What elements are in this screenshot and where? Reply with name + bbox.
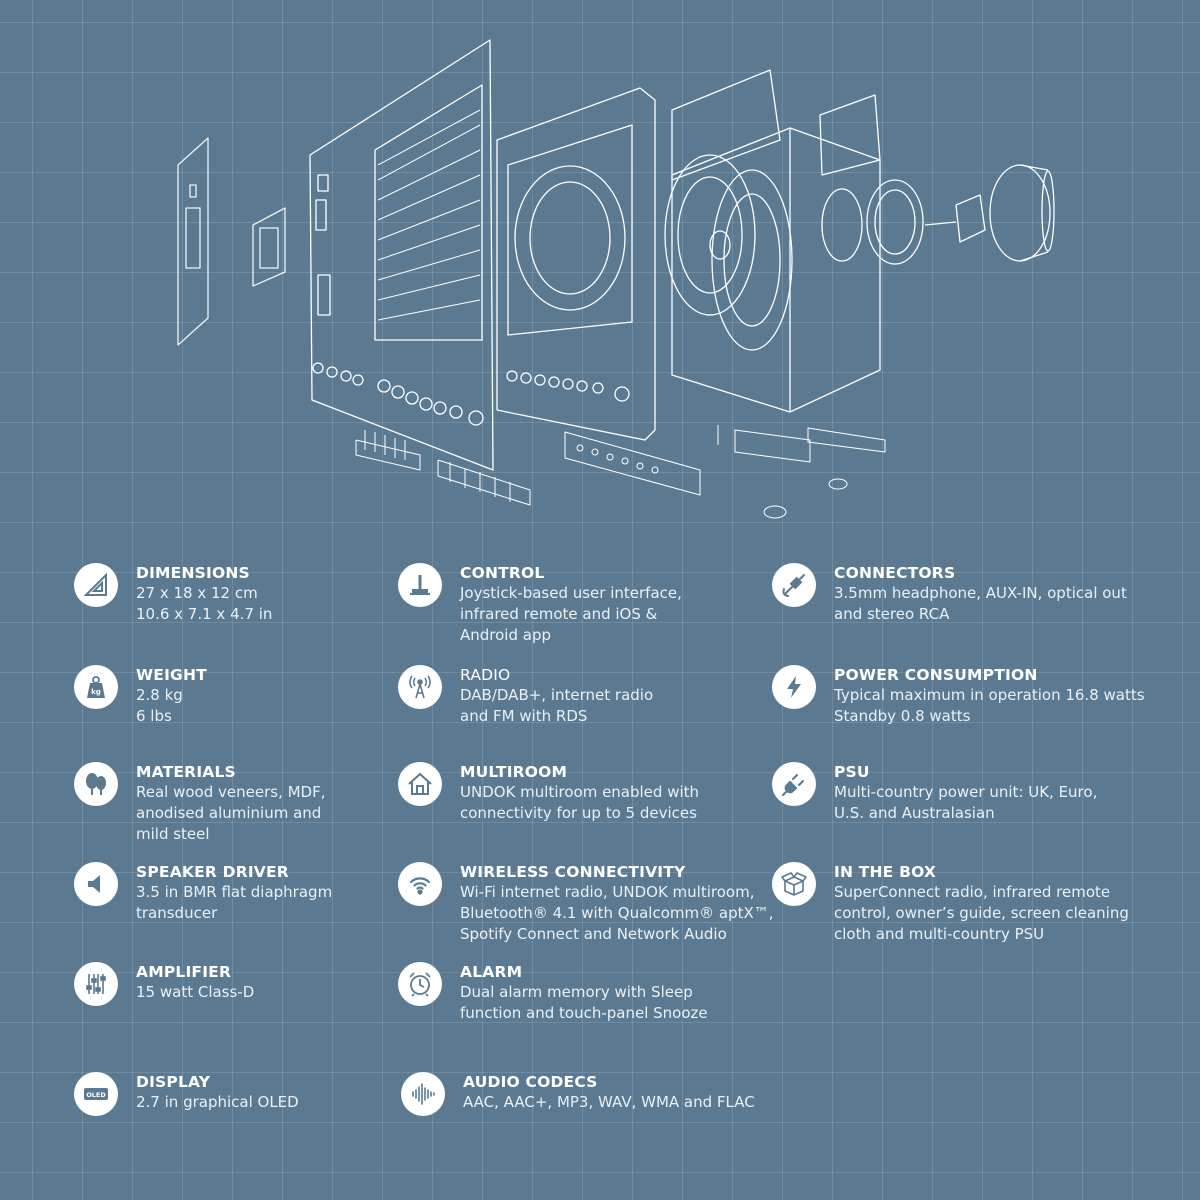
oled-icon: OLED: [74, 1072, 118, 1116]
spec-line: mild steel: [136, 825, 210, 843]
button-board-part-2: [564, 431, 701, 496]
trees-icon: [74, 762, 118, 806]
spec-title: IN THE BOX: [834, 863, 937, 881]
wifi-icon: [398, 862, 442, 906]
plug-icon: [772, 762, 816, 806]
waveform-icon: [401, 1072, 445, 1116]
spec-title: WIRELESS CONNECTIVITY: [460, 863, 686, 881]
spec-title: DISPLAY: [136, 1073, 211, 1091]
spec-title: PSU: [834, 763, 870, 781]
oled-label: OLED: [86, 1091, 106, 1099]
inner-baffle-part: [496, 87, 656, 441]
spec-line: SuperConnect radio, infrared remote: [834, 883, 1111, 901]
house-icon: [398, 762, 442, 806]
spec-line: Bluetooth® 4.1 with Qualcomm® aptX™,: [460, 904, 774, 922]
spec-line: and stereo RCA: [834, 605, 950, 623]
lightning-icon: [772, 665, 816, 709]
spec-line: Wi-Fi internet radio, UNDOK multiroom,: [460, 883, 755, 901]
spec-title: WEIGHT: [136, 666, 207, 684]
radio-tower-icon: [398, 665, 442, 709]
spec-line: AAC, AAC+, MP3, WAV, WMA and FLAC: [463, 1093, 755, 1111]
spec-line: 2.8 kg: [136, 686, 183, 704]
front-fascia-part: [309, 39, 494, 471]
spec-title: DIMENSIONS: [136, 564, 250, 582]
spec-line: anodised aluminium and: [136, 804, 322, 822]
spec-title: AUDIO CODECS: [463, 1073, 598, 1091]
exploded-radio-illustration: [177, 39, 1055, 519]
mixer-sliders-icon: [74, 962, 118, 1006]
spec-title: CONTROL: [460, 564, 545, 582]
spec-line: Spotify Connect and Network Audio: [460, 925, 727, 943]
spec-line: infrared remote and iOS &: [460, 605, 658, 623]
spec-line: Dual alarm memory with Sleep: [460, 983, 693, 1001]
spec-line: 3.5mm headphone, AUX-IN, optical out: [834, 584, 1127, 602]
spec-line: and FM with RDS: [460, 707, 588, 725]
small-parts: [717, 425, 886, 519]
spec-line: Multi-country power unit: UK, Euro,: [834, 783, 1098, 801]
spec-line: DAB/DAB+, internet radio: [460, 686, 654, 704]
spec-line: Typical maximum in operation 16.8 watts: [834, 686, 1145, 704]
spec-line: 15 watt Class-D: [136, 983, 255, 1001]
button-board-part: [355, 430, 531, 506]
kg-label: kg: [91, 688, 101, 696]
spec-title: ALARM: [460, 963, 523, 981]
spec-line: UNDOK multiroom enabled with: [460, 783, 700, 801]
spec-title: MATERIALS: [136, 763, 236, 781]
spec-line: 2.7 in graphical OLED: [136, 1093, 299, 1111]
set-square-icon: [74, 563, 118, 607]
spec-line: 6 lbs: [136, 707, 172, 725]
spec-line: transducer: [136, 904, 218, 922]
joystick-icon: [398, 563, 442, 607]
spec-line: Standby 0.8 watts: [834, 707, 971, 725]
spec-line: U.S. and Australasian: [834, 804, 995, 822]
spec-line: 3.5 in BMR flat diaphragm: [136, 883, 333, 901]
spec-line: function and touch-panel Snooze: [460, 1004, 708, 1022]
spec-line: Joystick-based user interface,: [460, 584, 682, 602]
spec-line: Real wood veneers, MDF,: [136, 783, 326, 801]
spec-line: control, owner’s guide, screen cleaning: [834, 904, 1129, 922]
spec-line: 27 x 18 x 12 cm: [136, 584, 258, 602]
box-icon: [772, 862, 816, 906]
display-panel-part: [177, 137, 286, 346]
speaker-icon: [74, 862, 118, 906]
spec-title: RADIO: [460, 666, 511, 684]
spec-line: Android app: [460, 626, 551, 644]
spec-line: 10.6 x 7.1 x 4.7 in: [136, 605, 273, 623]
cabinet-part: [671, 69, 881, 413]
rear-parts: [866, 164, 1055, 265]
spec-title: AMPLIFIER: [136, 963, 232, 981]
spec-title: POWER CONSUMPTION: [834, 666, 1038, 684]
spec-title: CONNECTORS: [834, 564, 956, 582]
spec-line: connectivity for up to 5 devices: [460, 804, 697, 822]
speaker-driver-part: [664, 154, 756, 316]
spec-line: cloth and multi-country PSU: [834, 925, 1045, 943]
kg-weight-icon: kg: [74, 665, 118, 709]
alarm-clock-icon: [398, 962, 442, 1006]
spec-title: MULTIROOM: [460, 763, 568, 781]
audio-jack-icon: [772, 563, 816, 607]
spec-title: SPEAKER DRIVER: [136, 863, 289, 881]
